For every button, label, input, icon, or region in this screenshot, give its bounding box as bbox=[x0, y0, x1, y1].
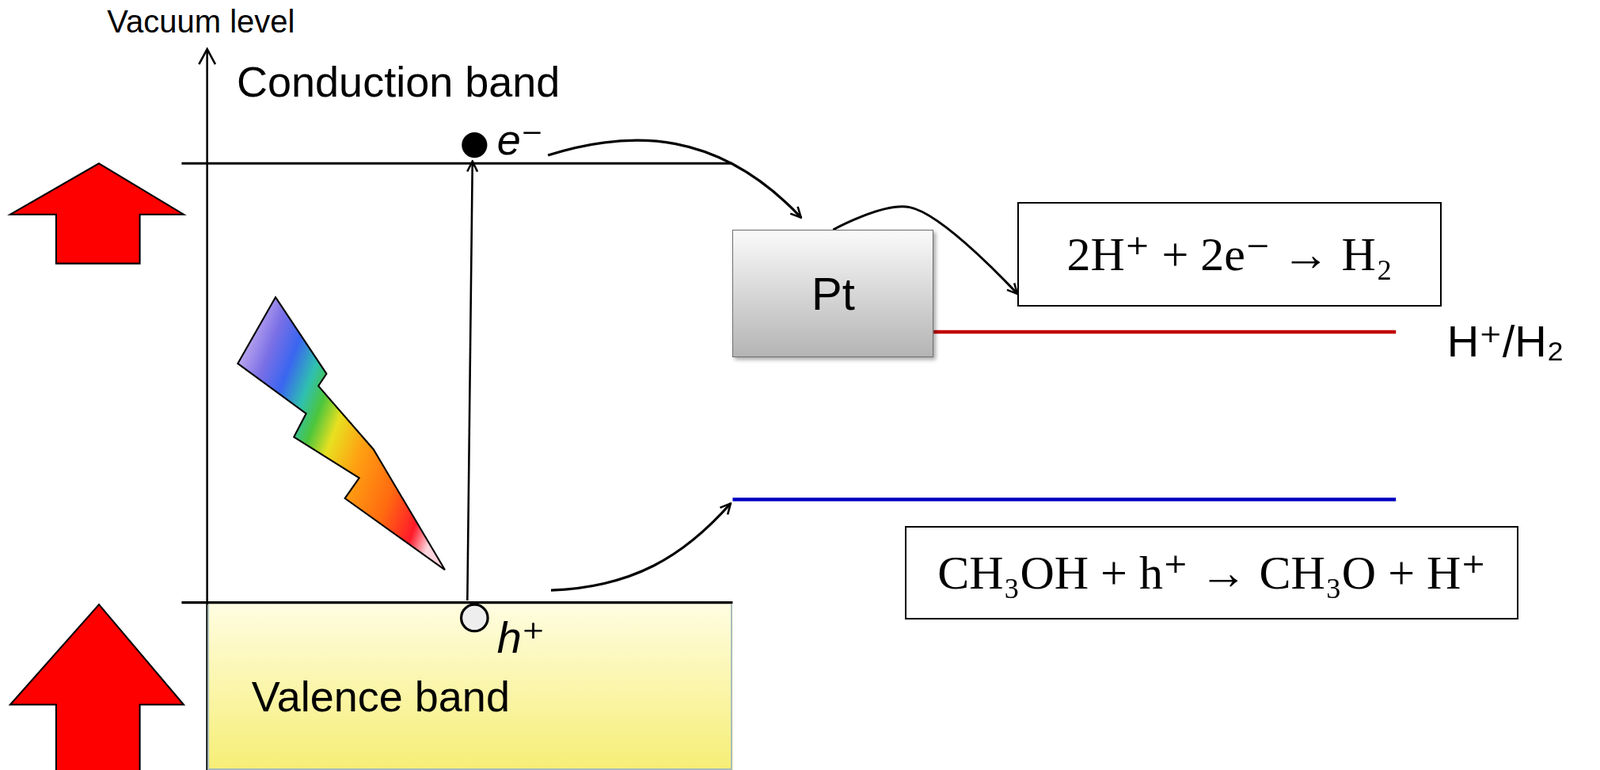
reaction-box: 2H⁺ + 2e⁻ → H₂ bbox=[1017, 201, 1442, 306]
carrier-symbol: h⁺ bbox=[497, 610, 546, 664]
hole-transfer-arrow bbox=[551, 503, 731, 591]
electron-transfer-arrow bbox=[547, 140, 802, 218]
axis-title: Vacuum level bbox=[106, 2, 295, 41]
reaction-equation: 2H⁺ + 2e⁻ → H₂ bbox=[1066, 225, 1392, 283]
band-name: Conduction band bbox=[236, 56, 560, 108]
band-name: Valence band bbox=[251, 670, 732, 723]
conduction-band-edge bbox=[181, 162, 733, 165]
catalyst-name: Pt bbox=[811, 266, 856, 322]
axis-arrow-head bbox=[198, 49, 216, 65]
reaction-equation: CH₃OH + h⁺ → CH₃O + H⁺ bbox=[937, 543, 1486, 601]
hole-circle bbox=[461, 604, 489, 631]
shift-arrow bbox=[10, 604, 184, 770]
redox-level-name: H⁺/H₂ bbox=[1447, 314, 1565, 368]
carrier-symbol: e⁻ bbox=[497, 114, 544, 166]
reaction-box: CH₃OH + h⁺ → CH₃O + H⁺ bbox=[904, 525, 1519, 620]
catalyst-box: Pt bbox=[732, 229, 934, 358]
excitation-arrow bbox=[467, 161, 472, 601]
oxidation-level bbox=[732, 497, 1396, 502]
reduction-level bbox=[933, 330, 1396, 335]
valence-band-edge bbox=[181, 600, 733, 604]
shift-arrow bbox=[10, 163, 184, 263]
light-bolt bbox=[237, 296, 445, 570]
valence-band: Valence band bbox=[207, 604, 734, 770]
valence-band-fill bbox=[207, 602, 734, 770]
electron-dot bbox=[461, 132, 487, 158]
